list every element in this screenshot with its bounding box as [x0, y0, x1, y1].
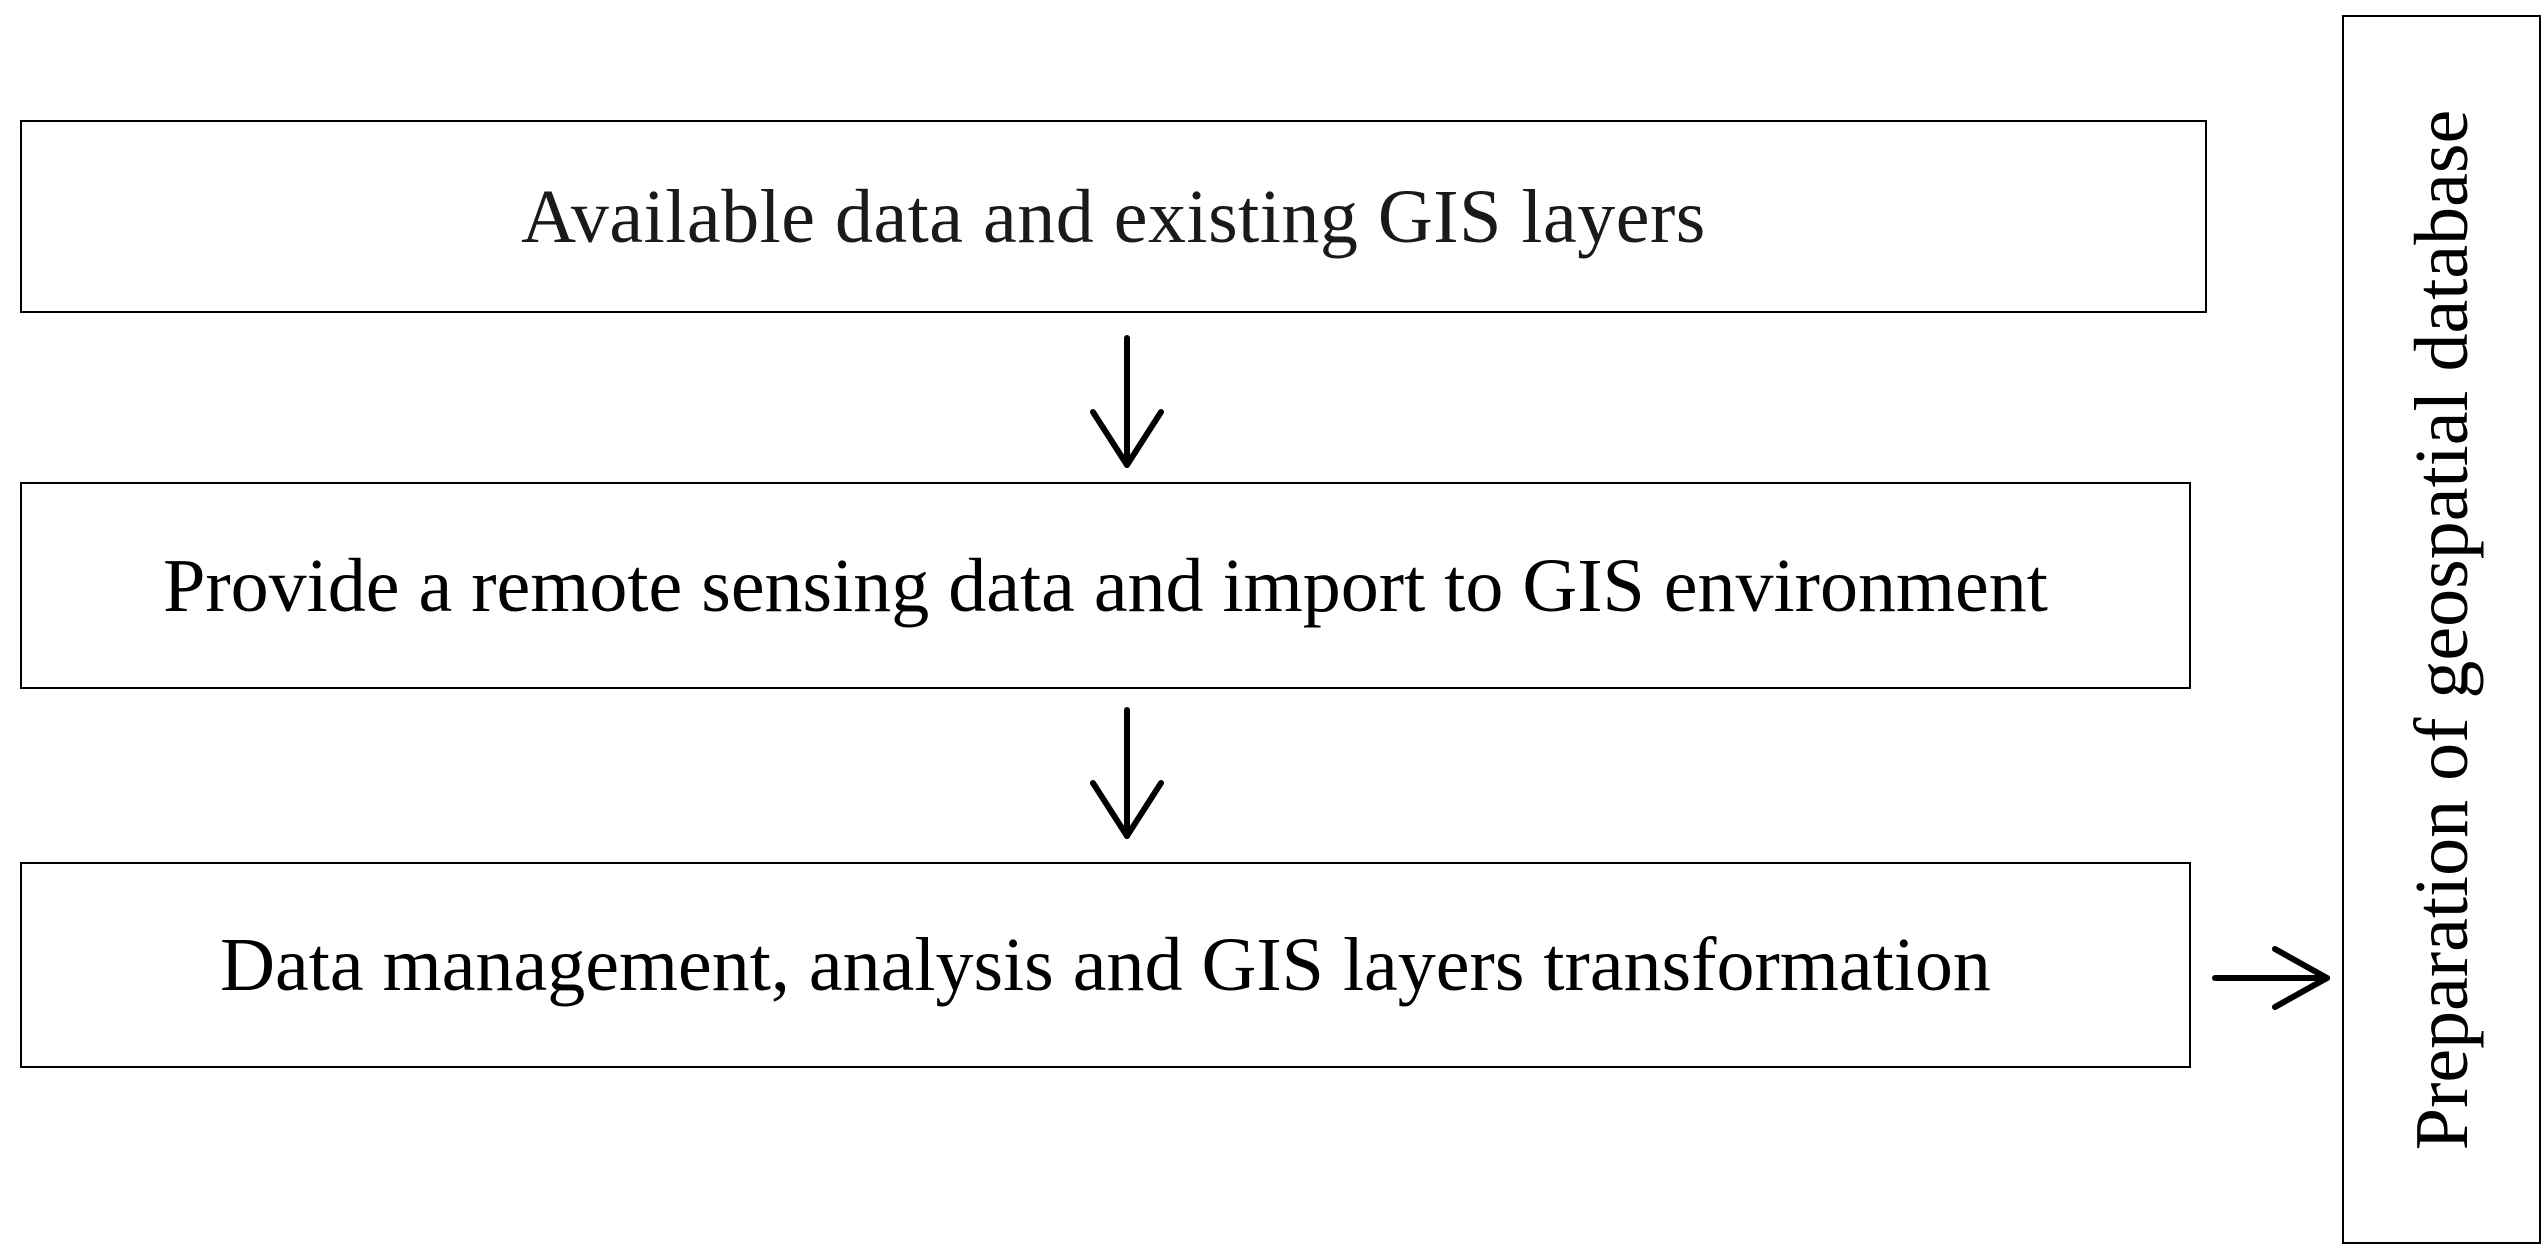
step-box-remote-sensing-import: Provide a remote sensing data and import…	[20, 482, 2191, 689]
step-label-data-management: Data management, analysis and GIS layers…	[220, 923, 1991, 1007]
side-box-geospatial-database: Preparation of geospatial database	[2342, 15, 2541, 1244]
arrow-down-1	[1090, 335, 1164, 468]
arrow-down-2	[1090, 707, 1164, 839]
step-label-available-data: Available data and existing GIS layers	[521, 174, 1706, 259]
step-label-remote-sensing-import: Provide a remote sensing data and import…	[163, 543, 2048, 628]
side-label-geospatial-database: Preparation of geospatial database	[2399, 109, 2484, 1150]
step-box-available-data: Available data and existing GIS layers	[20, 120, 2207, 313]
step-box-data-management: Data management, analysis and GIS layers…	[20, 862, 2191, 1068]
arrow-right	[2212, 946, 2330, 1010]
